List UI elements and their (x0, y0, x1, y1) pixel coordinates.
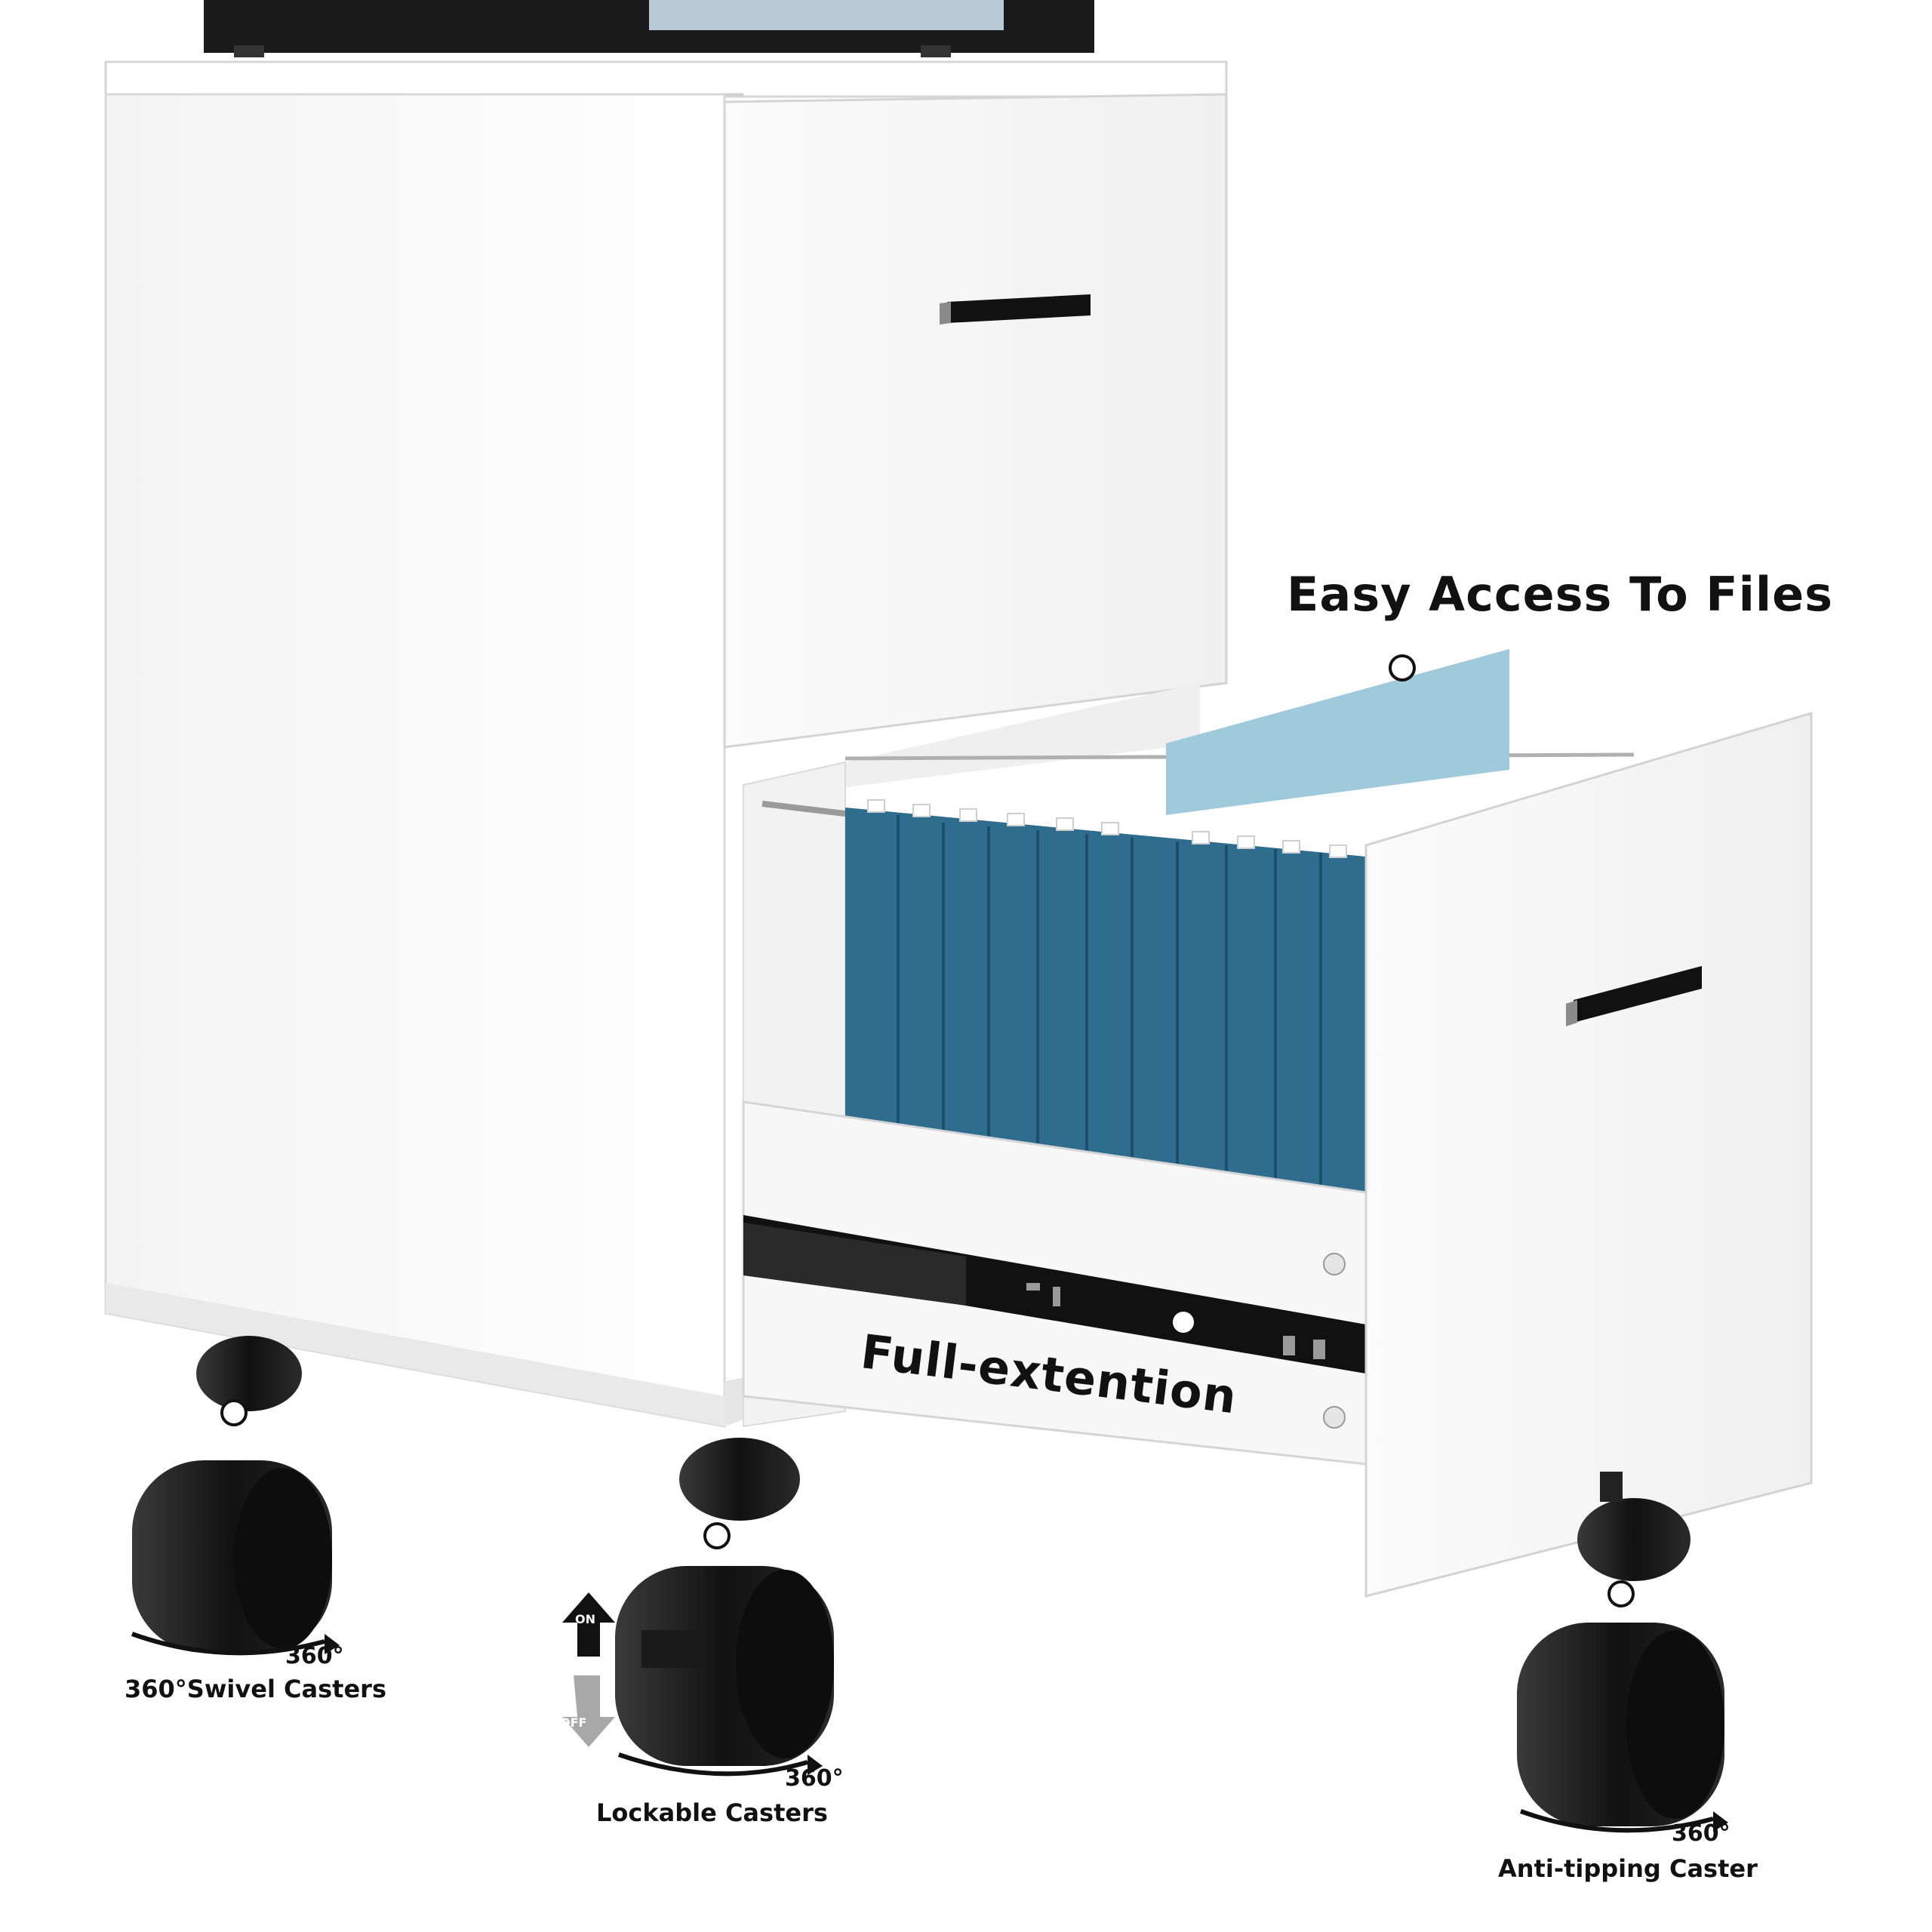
swivel-rotation-label: 360° (285, 1643, 344, 1669)
cabinet-top (104, 60, 1228, 98)
lockable-caster-label: Lockable Casters (596, 1798, 828, 1827)
callout-dot-icon (220, 654, 1635, 1607)
lock-off-label: OFF (560, 1715, 587, 1730)
hanging-folders (845, 649, 1509, 1200)
anti-tipping-rotation-label: 360° (1672, 1820, 1730, 1847)
rotation-arrow-icon (131, 1632, 325, 1656)
anti-tipping-caster-detail (1517, 1623, 1728, 1833)
swivel-caster-detail (131, 1460, 340, 1656)
easy-access-callout: Easy Access To Files (1287, 567, 1834, 622)
rotation-arrow-icon (618, 1752, 808, 1777)
lockable-caster-detail (562, 1566, 834, 1777)
rotation-arrow-icon (1519, 1809, 1714, 1833)
top-drawer (723, 93, 1228, 749)
printer-on-top (204, 0, 1094, 57)
drawer-inner-wall (742, 1100, 1367, 1466)
swivel-caster-label: 360°Swivel Casters (125, 1675, 386, 1703)
anti-tipping-caster-label: Anti-tipping Caster (1498, 1854, 1758, 1883)
lock-arrow-down-icon (562, 1675, 615, 1747)
lock-arrow-up-icon (562, 1592, 615, 1657)
bottom-drawer-front (1364, 711, 1813, 1598)
lockable-rotation-label: 360° (785, 1765, 844, 1792)
lock-on-label: ON (575, 1612, 595, 1626)
cabinet-casters (196, 1336, 1690, 1581)
